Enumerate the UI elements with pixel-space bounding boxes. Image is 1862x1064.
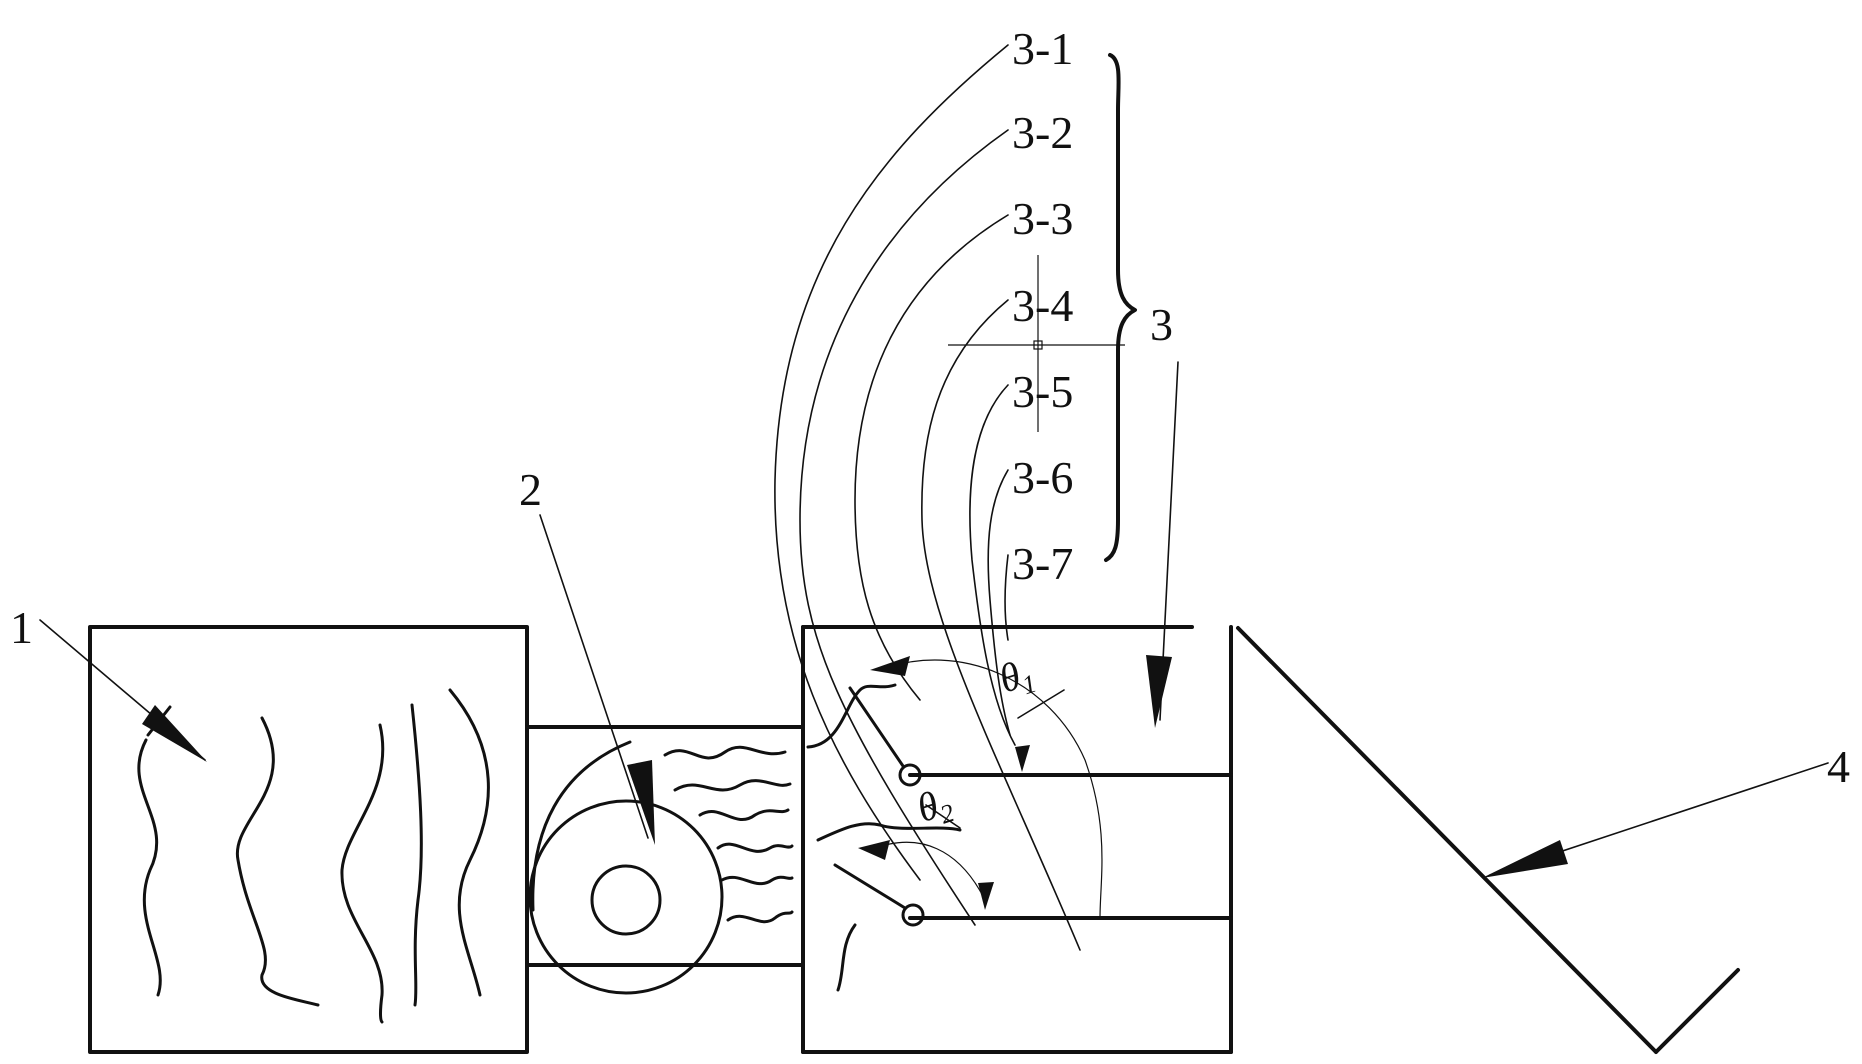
theta-1-text: θ1 xyxy=(993,649,1040,707)
theta-1-label: θ1 xyxy=(993,649,1040,707)
label-3-2: 3-2 xyxy=(1012,107,1073,158)
component-4-chute xyxy=(1236,626,1740,1054)
label-4: 4 xyxy=(1827,741,1850,792)
leader-4 xyxy=(1482,762,1829,878)
label-3-5: 3-5 xyxy=(1012,366,1073,417)
component-2-connector xyxy=(525,725,805,995)
label-3-6: 3-6 xyxy=(1012,452,1073,503)
crosshair-marker xyxy=(948,255,1125,432)
part-leaders xyxy=(774,44,1081,951)
label-2: 2 xyxy=(519,464,542,515)
label-1: 1 xyxy=(10,602,33,653)
leader-1 xyxy=(39,619,207,762)
label-3-4: 3-4 xyxy=(1012,280,1073,331)
leader-2 xyxy=(539,514,655,845)
label-3-3: 3-3 xyxy=(1012,193,1073,244)
component-3-box xyxy=(801,625,1233,1054)
label-3-7: 3-7 xyxy=(1012,538,1073,589)
label-3-1: 3-1 xyxy=(1012,23,1073,74)
leader-3 xyxy=(1146,361,1179,728)
component-1-box xyxy=(88,625,529,1054)
label-3: 3 xyxy=(1150,299,1173,350)
brace xyxy=(1104,53,1137,562)
part-label-list: 3-1 3-2 3-3 3-4 3-5 3-6 3-7 xyxy=(1012,23,1073,589)
